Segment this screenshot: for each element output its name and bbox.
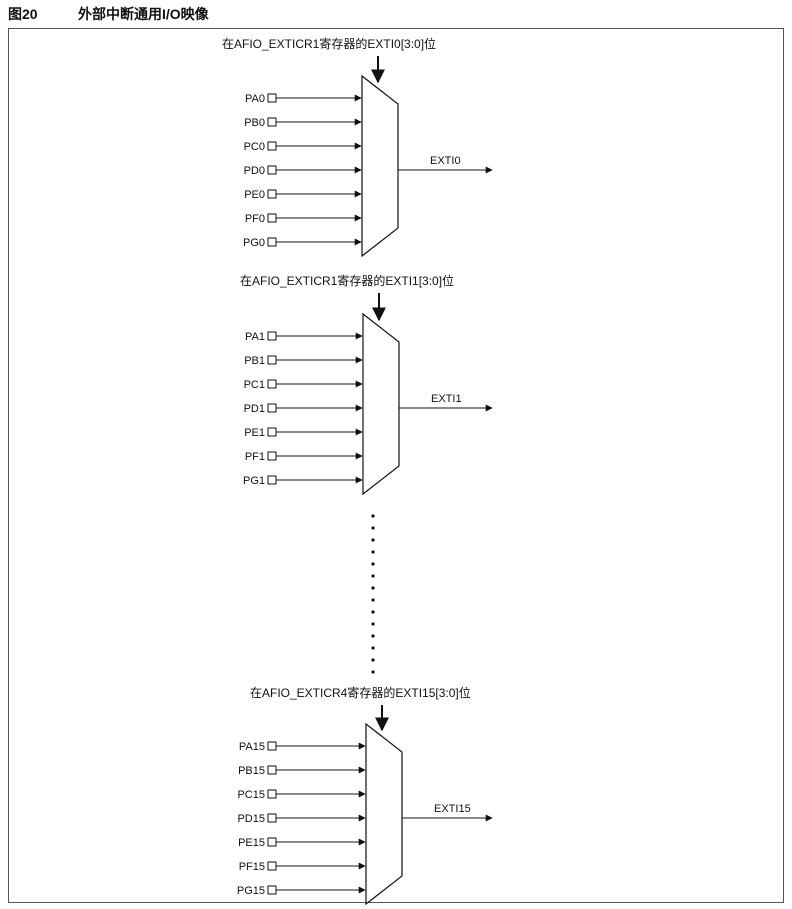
pin-square-icon [267,789,277,799]
continuation-dot [371,646,375,650]
output-label: EXTI0 [430,155,461,167]
pin-square-icon [267,331,277,341]
multiplexer [361,74,399,258]
input-pin-label: PD0 [244,165,265,177]
continuation-dot [371,526,375,530]
pin-square-icon [267,165,277,175]
figure-title: 外部中断通用I/O映像 [78,6,209,22]
continuation-dot [371,586,375,590]
input-pin-label: PA15 [239,741,265,753]
figure-caption: 图20 外部中断通用I/O映像 [8,4,209,24]
pin-square-icon [267,379,277,389]
pin-square-icon [267,837,277,847]
pin-square-icon [267,189,277,199]
pin-square-icon [267,141,277,151]
output-label: EXTI1 [431,393,462,405]
continuation-dot [371,658,375,662]
continuation-dot [371,598,375,602]
pin-square-icon [267,427,277,437]
input-pin-label: PA1 [245,331,265,343]
continuation-dot [371,622,375,626]
selector-label: 在AFIO_EXTICR1寄存器的EXTI0[3:0]位 [222,36,436,51]
pin-square-icon [267,765,277,775]
pin-square-icon [267,213,277,223]
input-pin-label: PF15 [239,861,265,873]
pin-square-icon [267,93,277,103]
input-pin-label: PE0 [244,189,265,201]
input-pin-label: PG0 [243,237,265,249]
continuation-dot [371,610,375,614]
pin-square-icon [267,403,277,413]
continuation-dot [371,562,375,566]
input-pin-label: PB1 [244,355,265,367]
input-pin-label: PD15 [237,813,265,825]
multiplexer [362,312,400,496]
diagram-frame [8,28,784,903]
input-pin-label: PD1 [244,403,265,415]
pin-square-icon [267,451,277,461]
input-pin-label: PE1 [244,427,265,439]
continuation-dots [371,514,375,674]
input-pin-label: PA0 [245,93,265,105]
input-pin-label: PG1 [243,475,265,487]
continuation-dot [371,670,375,674]
input-pin-label: PC0 [244,141,265,153]
continuation-dot [371,514,375,518]
pin-square-icon [267,813,277,823]
multiplexer [365,722,403,906]
input-pin-label: PC15 [237,789,265,801]
continuation-dot [371,550,375,554]
selector-label: 在AFIO_EXTICR1寄存器的EXTI1[3:0]位 [240,273,454,288]
pin-square-icon [267,117,277,127]
pin-square-icon [267,475,277,485]
continuation-dot [371,538,375,542]
selector-label: 在AFIO_EXTICR4寄存器的EXTI15[3:0]位 [250,685,471,700]
continuation-dot [371,634,375,638]
pin-square-icon [267,741,277,751]
exti-block-0: 在AFIO_EXTICR1寄存器的EXTI0[3:0]位 PA0PB0PC0PD0… [222,36,493,258]
input-pin-label: PG15 [237,885,265,897]
input-pin-label: PF1 [245,451,265,463]
pin-square-icon [267,885,277,895]
exti-block-1: 在AFIO_EXTICR1寄存器的EXTI1[3:0]位 PA1PB1PC1PD1… [240,273,493,496]
pin-square-icon [267,355,277,365]
input-pin-label: PB0 [244,117,265,129]
input-pin-label: PF0 [245,213,265,225]
output-label: EXTI15 [434,803,471,815]
pin-square-icon [267,237,277,247]
pin-square-icon [267,861,277,871]
figure-number: 图20 [8,6,38,22]
exti-block-2: 在AFIO_EXTICR4寄存器的EXTI15[3:0]位 PA15PB15PC1… [237,685,493,906]
input-pin-label: PC1 [244,379,265,391]
continuation-dot [371,574,375,578]
input-pin-label: PB15 [238,765,265,777]
input-pin-label: PE15 [238,837,265,849]
